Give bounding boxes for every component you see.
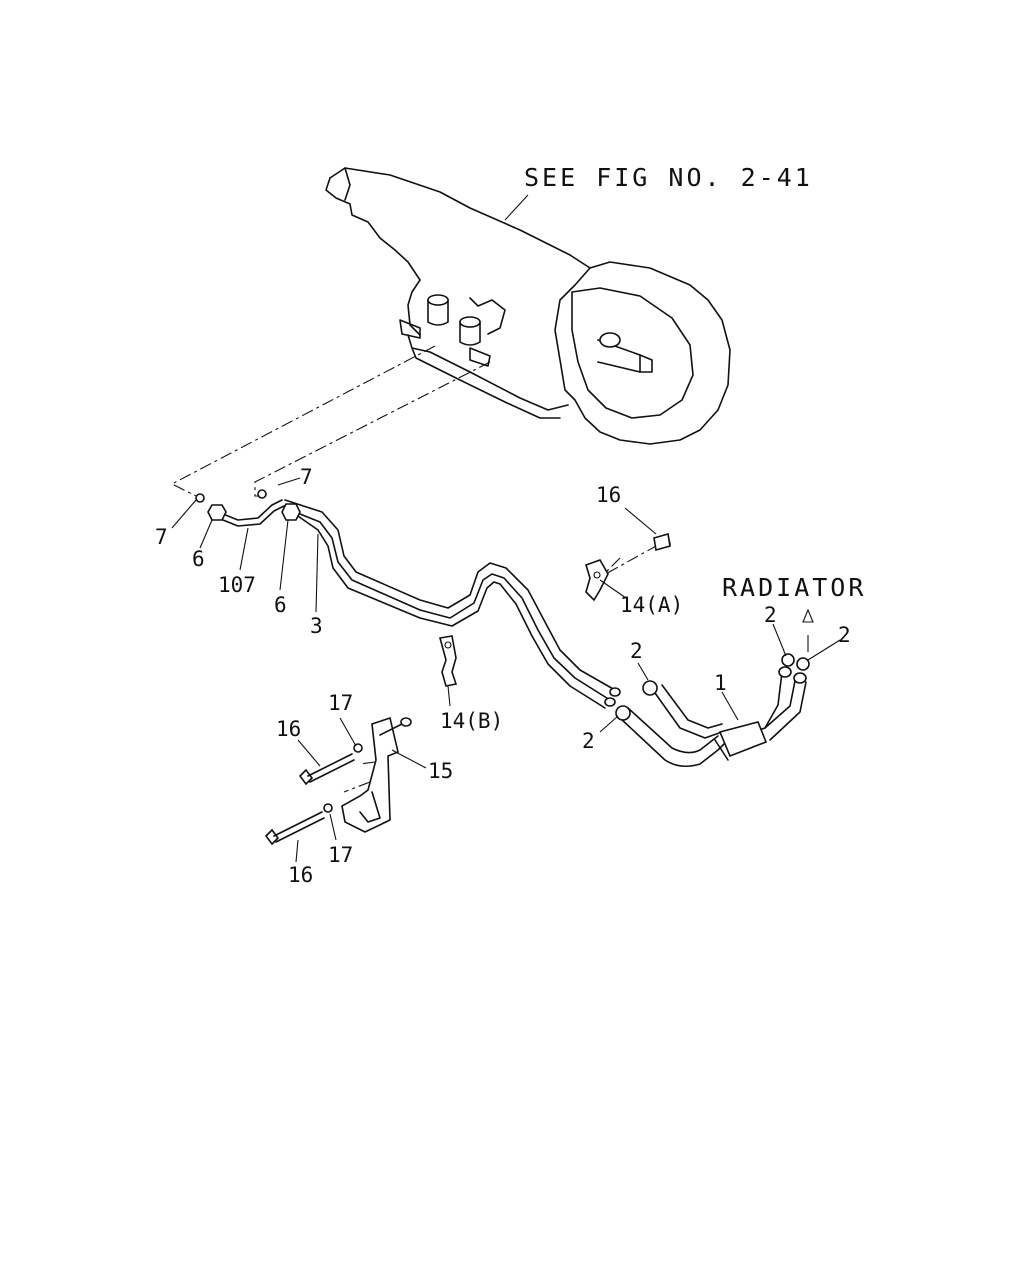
callout-16-bottom: 16 [288,863,313,887]
radiator-label: RADIATOR [722,573,866,602]
callout-16-mid: 16 [276,717,301,741]
callout-6-left: 6 [192,547,205,571]
callout-17-top: 17 [328,691,353,715]
callout-16-top: 16 [596,483,621,507]
clip-14b [438,635,458,687]
callout-17-bottom: 17 [328,843,353,867]
callout-15: 15 [428,759,453,783]
callout-3: 3 [310,614,323,638]
bracket-15 [341,716,412,833]
callout-2-radiator-right: 2 [838,623,851,647]
leader-lines [171,477,841,863]
bolt-16-bottom [264,803,333,846]
callout-14b: 14(B) [440,709,503,733]
transmission-assembly [325,167,731,445]
callout-7-left: 7 [155,525,168,549]
callout-2-hose: 2 [630,639,643,663]
callout-107: 107 [218,573,256,597]
callout-2-radiator-left: 2 [764,603,777,627]
bolt-16-top [653,532,671,552]
radiator-hoses [615,653,810,768]
callout-2-line: 2 [582,729,595,753]
reference-label: SEE FIG NO. 2-41 [524,163,813,192]
callout-6-mid: 6 [274,593,287,617]
callout-1: 1 [714,671,727,695]
callout-7-top: 7 [300,465,313,489]
cooler-lines [195,489,621,709]
bolt-16-mid [298,743,363,786]
callout-14a: 14(A) [620,593,683,617]
